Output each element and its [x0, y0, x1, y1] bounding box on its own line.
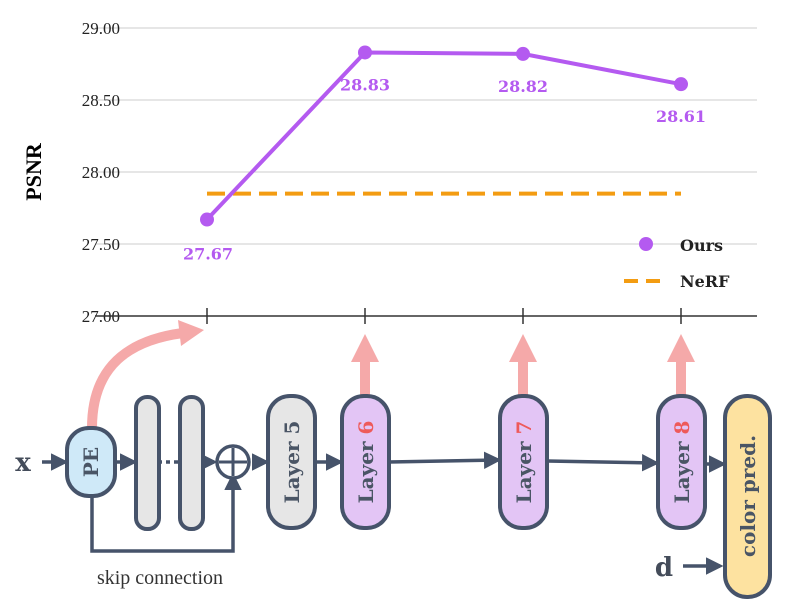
gridlines — [95, 27, 757, 245]
data-labels: 27.67 28.83 28.82 28.61 — [183, 75, 706, 263]
layer6-label: Layer 6 — [354, 421, 378, 504]
ours-line — [205, 50, 682, 221]
architecture-diagram: skip connection x PE Layer 5 Layer 6 — [15, 320, 772, 599]
y-tick-label: 28.50 — [82, 91, 120, 110]
layer7-up-arrow — [509, 334, 537, 396]
skip-add-node — [215, 444, 251, 480]
pe-block — [65, 426, 117, 498]
arrow-layer6-to-layer7 — [388, 451, 502, 470]
layer6-block — [340, 394, 391, 530]
layer7-block — [498, 394, 549, 530]
ours-data-label: 28.82 — [498, 77, 548, 96]
pe-curve-arrowhead — [178, 320, 204, 346]
y-tick-label: 28.00 — [82, 163, 120, 182]
ours-point — [516, 46, 530, 61]
skip-connection-label: skip connection — [97, 567, 223, 589]
ours-point — [200, 212, 214, 227]
x-ticks — [206, 308, 682, 324]
color-pred-block — [723, 394, 772, 599]
pe-curve-arrow — [87, 328, 184, 429]
layer6-up-arrow — [351, 334, 379, 396]
layer5-block — [266, 394, 317, 530]
pe-label: PE — [79, 447, 103, 477]
mlp-block-2 — [178, 395, 205, 531]
mlp-block-1 — [134, 395, 161, 531]
skip-connection-line — [90, 472, 242, 553]
ours-point — [358, 45, 372, 60]
y-tick-label: 29.00 — [82, 19, 120, 38]
layer5-label: Layer 5 — [280, 421, 304, 504]
arrow-layer7-to-layer8 — [546, 453, 660, 472]
y-tick-label: 27.50 — [82, 235, 120, 254]
ours-data-label: 28.61 — [656, 107, 706, 126]
series-ours — [200, 45, 688, 227]
color-pred-label: color pred. — [736, 435, 760, 557]
legend-ours-label: Ours — [680, 236, 723, 255]
layer7-label: Layer 7 — [512, 421, 536, 504]
legend-ours-marker — [639, 237, 653, 251]
input-d-label: d — [655, 553, 673, 583]
ours-point — [674, 77, 688, 92]
layer8-block — [656, 394, 707, 530]
layer8-up-arrow — [667, 334, 695, 396]
y-axis-label: PSNR — [21, 142, 46, 201]
layer8-label: Layer 8 — [670, 421, 694, 504]
legend-nerf-label: NeRF — [680, 272, 730, 291]
input-x-label: x — [15, 448, 31, 478]
ours-data-label: 28.83 — [340, 75, 390, 94]
ours-data-label: 27.67 — [183, 245, 233, 264]
legend: Ours NeRF — [624, 236, 730, 291]
